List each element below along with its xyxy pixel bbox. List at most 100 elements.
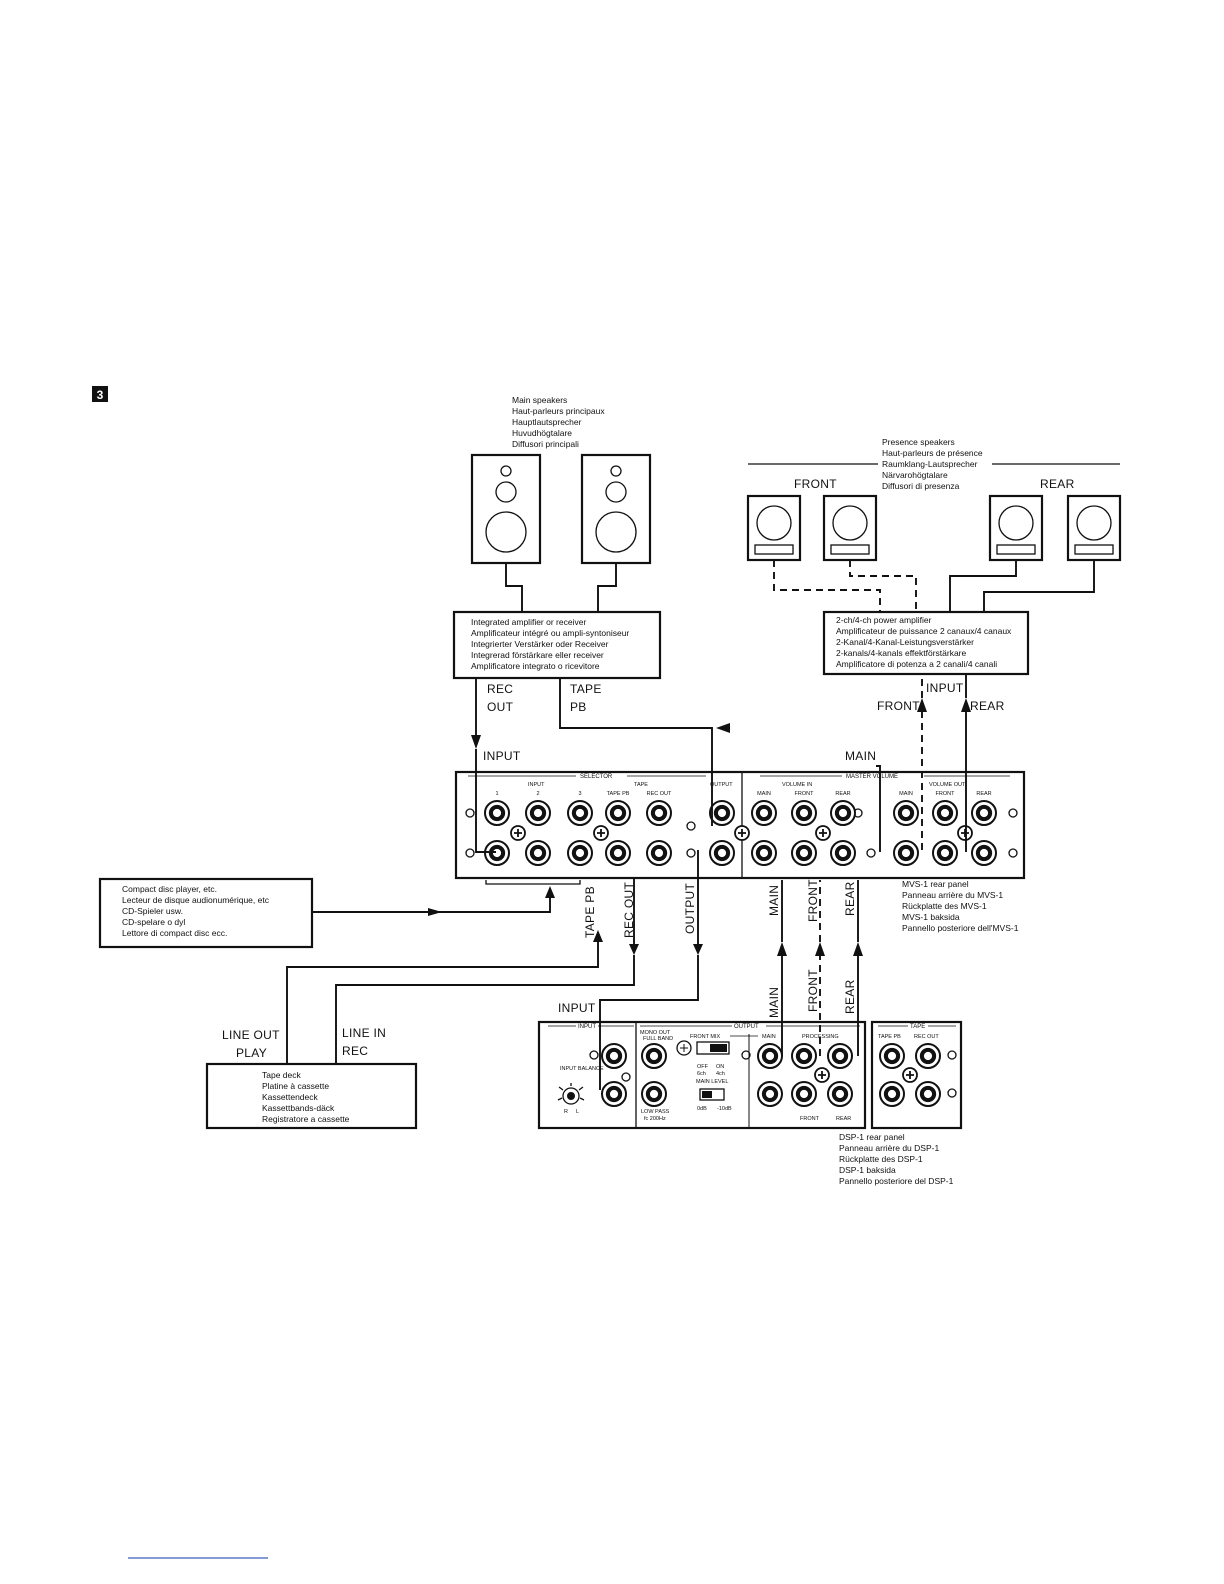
play-label: PLAY	[236, 1046, 267, 1060]
caption-line: Amplificateur de puissance 2 canaux/4 ca…	[836, 626, 1012, 636]
jack-label: 3	[578, 791, 581, 797]
rca-jack	[971, 840, 997, 866]
volume-in-label: VOLUME IN	[782, 782, 812, 788]
dsp1-jacks	[601, 1043, 941, 1107]
rca-jack	[791, 1043, 817, 1069]
rca-jack	[646, 800, 672, 826]
mvs1-jacks	[484, 800, 997, 866]
rca-jack	[971, 800, 997, 826]
caption-line: Amplificateur intégré ou ampli-syntonise…	[471, 628, 629, 638]
main-level-switch[interactable]	[699, 1088, 725, 1101]
zero-db-label: 0dB	[697, 1106, 707, 1112]
power-amplifier-box	[822, 610, 1030, 676]
rear-vertical-label: REAR	[843, 881, 857, 916]
caption-line: Rückplatte des MVS-1	[902, 901, 987, 911]
dsp-output-group: OUTPUT	[734, 1024, 759, 1030]
rca-jack	[757, 1081, 783, 1107]
rca-jack	[605, 800, 631, 826]
caption-line: Panneau arrière du MVS-1	[902, 890, 1003, 900]
rca-jack	[915, 1043, 941, 1069]
figure-badge	[92, 386, 108, 402]
jack-label: REAR	[976, 791, 991, 797]
caption-line: Panneau arrière du DSP-1	[839, 1143, 939, 1153]
jack-label: FRONT	[795, 791, 815, 797]
cd-player-caption: Compact disc player, etc. Lecteur de dis…	[122, 884, 270, 938]
rca-jack	[830, 800, 856, 826]
front-mix-switch[interactable]	[676, 1040, 730, 1056]
caption-line: Integrierter Verstärker oder Receiver	[471, 639, 609, 649]
integrated-amplifier-caption: Integrated amplifier or receiver Amplifi…	[471, 617, 629, 671]
jack-label: MAIN	[757, 791, 771, 797]
presence-speaker-front-right	[822, 494, 878, 562]
caption-line: Integrated amplifier or receiver	[471, 617, 586, 627]
presence-speaker-rear-right	[1066, 494, 1122, 562]
panel-screw	[957, 825, 973, 841]
figure-number: 3	[97, 388, 104, 402]
balance-l-label: L	[576, 1109, 579, 1115]
rca-jack	[830, 840, 856, 866]
six-ch-label: 6ch	[697, 1071, 706, 1077]
caption-line: Main speakers	[512, 395, 567, 405]
caption-line: Amplificatore di potenza a 2 canali/4 ca…	[836, 659, 997, 669]
minus-ten-db-label: -10dB	[717, 1106, 732, 1112]
dsp-tape-group: TAPE	[910, 1024, 925, 1030]
caption-line: Tape deck	[262, 1070, 301, 1080]
rca-jack	[567, 800, 593, 826]
caption-line: CD-Spieler usw.	[122, 906, 183, 916]
rca-jack	[893, 840, 919, 866]
power-amp-rear-label: REAR	[970, 699, 1005, 713]
rca-jack	[757, 1043, 783, 1069]
main-speaker-left	[470, 453, 542, 565]
presence-front-label: FRONT	[794, 477, 837, 491]
panel-screw	[815, 825, 831, 841]
rec-deck-label: REC	[342, 1044, 368, 1058]
output-group-label: OUTPUT	[710, 782, 733, 788]
mvs1-caption: MVS-1 rear panel Panneau arrière du MVS-…	[902, 879, 1019, 933]
caption-line: Compact disc player, etc.	[122, 884, 217, 894]
front-vertical-label: FRONT	[806, 879, 820, 922]
power-amp-input-label: INPUT	[926, 681, 964, 695]
jack-label: REC OUT	[647, 791, 672, 797]
panel-screw	[902, 1067, 918, 1083]
panel-screw	[593, 825, 609, 841]
tape-deck-caption: Tape deck Platine à cassette Kassettende…	[262, 1070, 350, 1124]
caption-line: Lecteur de disque audionumérique, etc	[122, 895, 270, 905]
caption-line: 2-Kanal/4-Kanal-Leistungsverstärker	[836, 637, 974, 647]
rca-jack	[932, 840, 958, 866]
rca-jack	[709, 840, 735, 866]
rca-jack	[915, 1081, 941, 1107]
caption-line: Amplificatore integrato o ricevitore	[471, 661, 600, 671]
caption-line: DSP-1 rear panel	[839, 1132, 905, 1142]
dsp-tape-pb-label: TAPE PB	[878, 1034, 901, 1040]
main-vertical-label: MAIN	[767, 885, 781, 916]
caption-line: Kassettbands-däck	[262, 1103, 335, 1113]
dsp-rec-out-label: REC OUT	[914, 1034, 939, 1040]
rca-jack	[879, 1081, 905, 1107]
mono-out-label: MONO OUT	[640, 1030, 671, 1036]
off-label: OFF	[697, 1064, 709, 1070]
jack-label: 2	[536, 791, 539, 797]
front-mix-label: FRONT MIX	[690, 1034, 720, 1040]
dsp-channel-markers	[589, 1050, 957, 1098]
pb-label: PB	[570, 700, 587, 714]
panel-screw	[734, 825, 750, 841]
dsp-front-label: FRONT	[800, 1116, 820, 1122]
rec-out-vertical-label: REC OUT	[622, 882, 636, 938]
rca-jack	[893, 800, 919, 826]
rca-jack	[484, 800, 510, 826]
caption-line: CD-spelare o dyl	[122, 917, 185, 927]
rca-jack	[605, 840, 631, 866]
caption-line: 2-kanals/4-kanals effektförstärkare	[836, 648, 967, 658]
main-vertical-label-lower: MAIN	[767, 987, 781, 1018]
jack-label: TAPE PB	[607, 791, 630, 797]
four-ch-label: 4ch	[716, 1071, 725, 1077]
rca-jack	[641, 1081, 667, 1107]
on-label: ON	[716, 1064, 724, 1070]
caption-line: Diffusori principali	[512, 439, 579, 449]
caption-line: DSP-1 baksida	[839, 1165, 896, 1175]
dsp-input-group: INPUT	[578, 1024, 596, 1030]
main-speakers-caption: Main speakers Haut-parleurs principaux H…	[512, 395, 605, 449]
input-balance-knob[interactable]	[557, 1083, 585, 1105]
presence-speaker-front-left	[746, 494, 802, 562]
main-speaker-right	[580, 453, 652, 565]
